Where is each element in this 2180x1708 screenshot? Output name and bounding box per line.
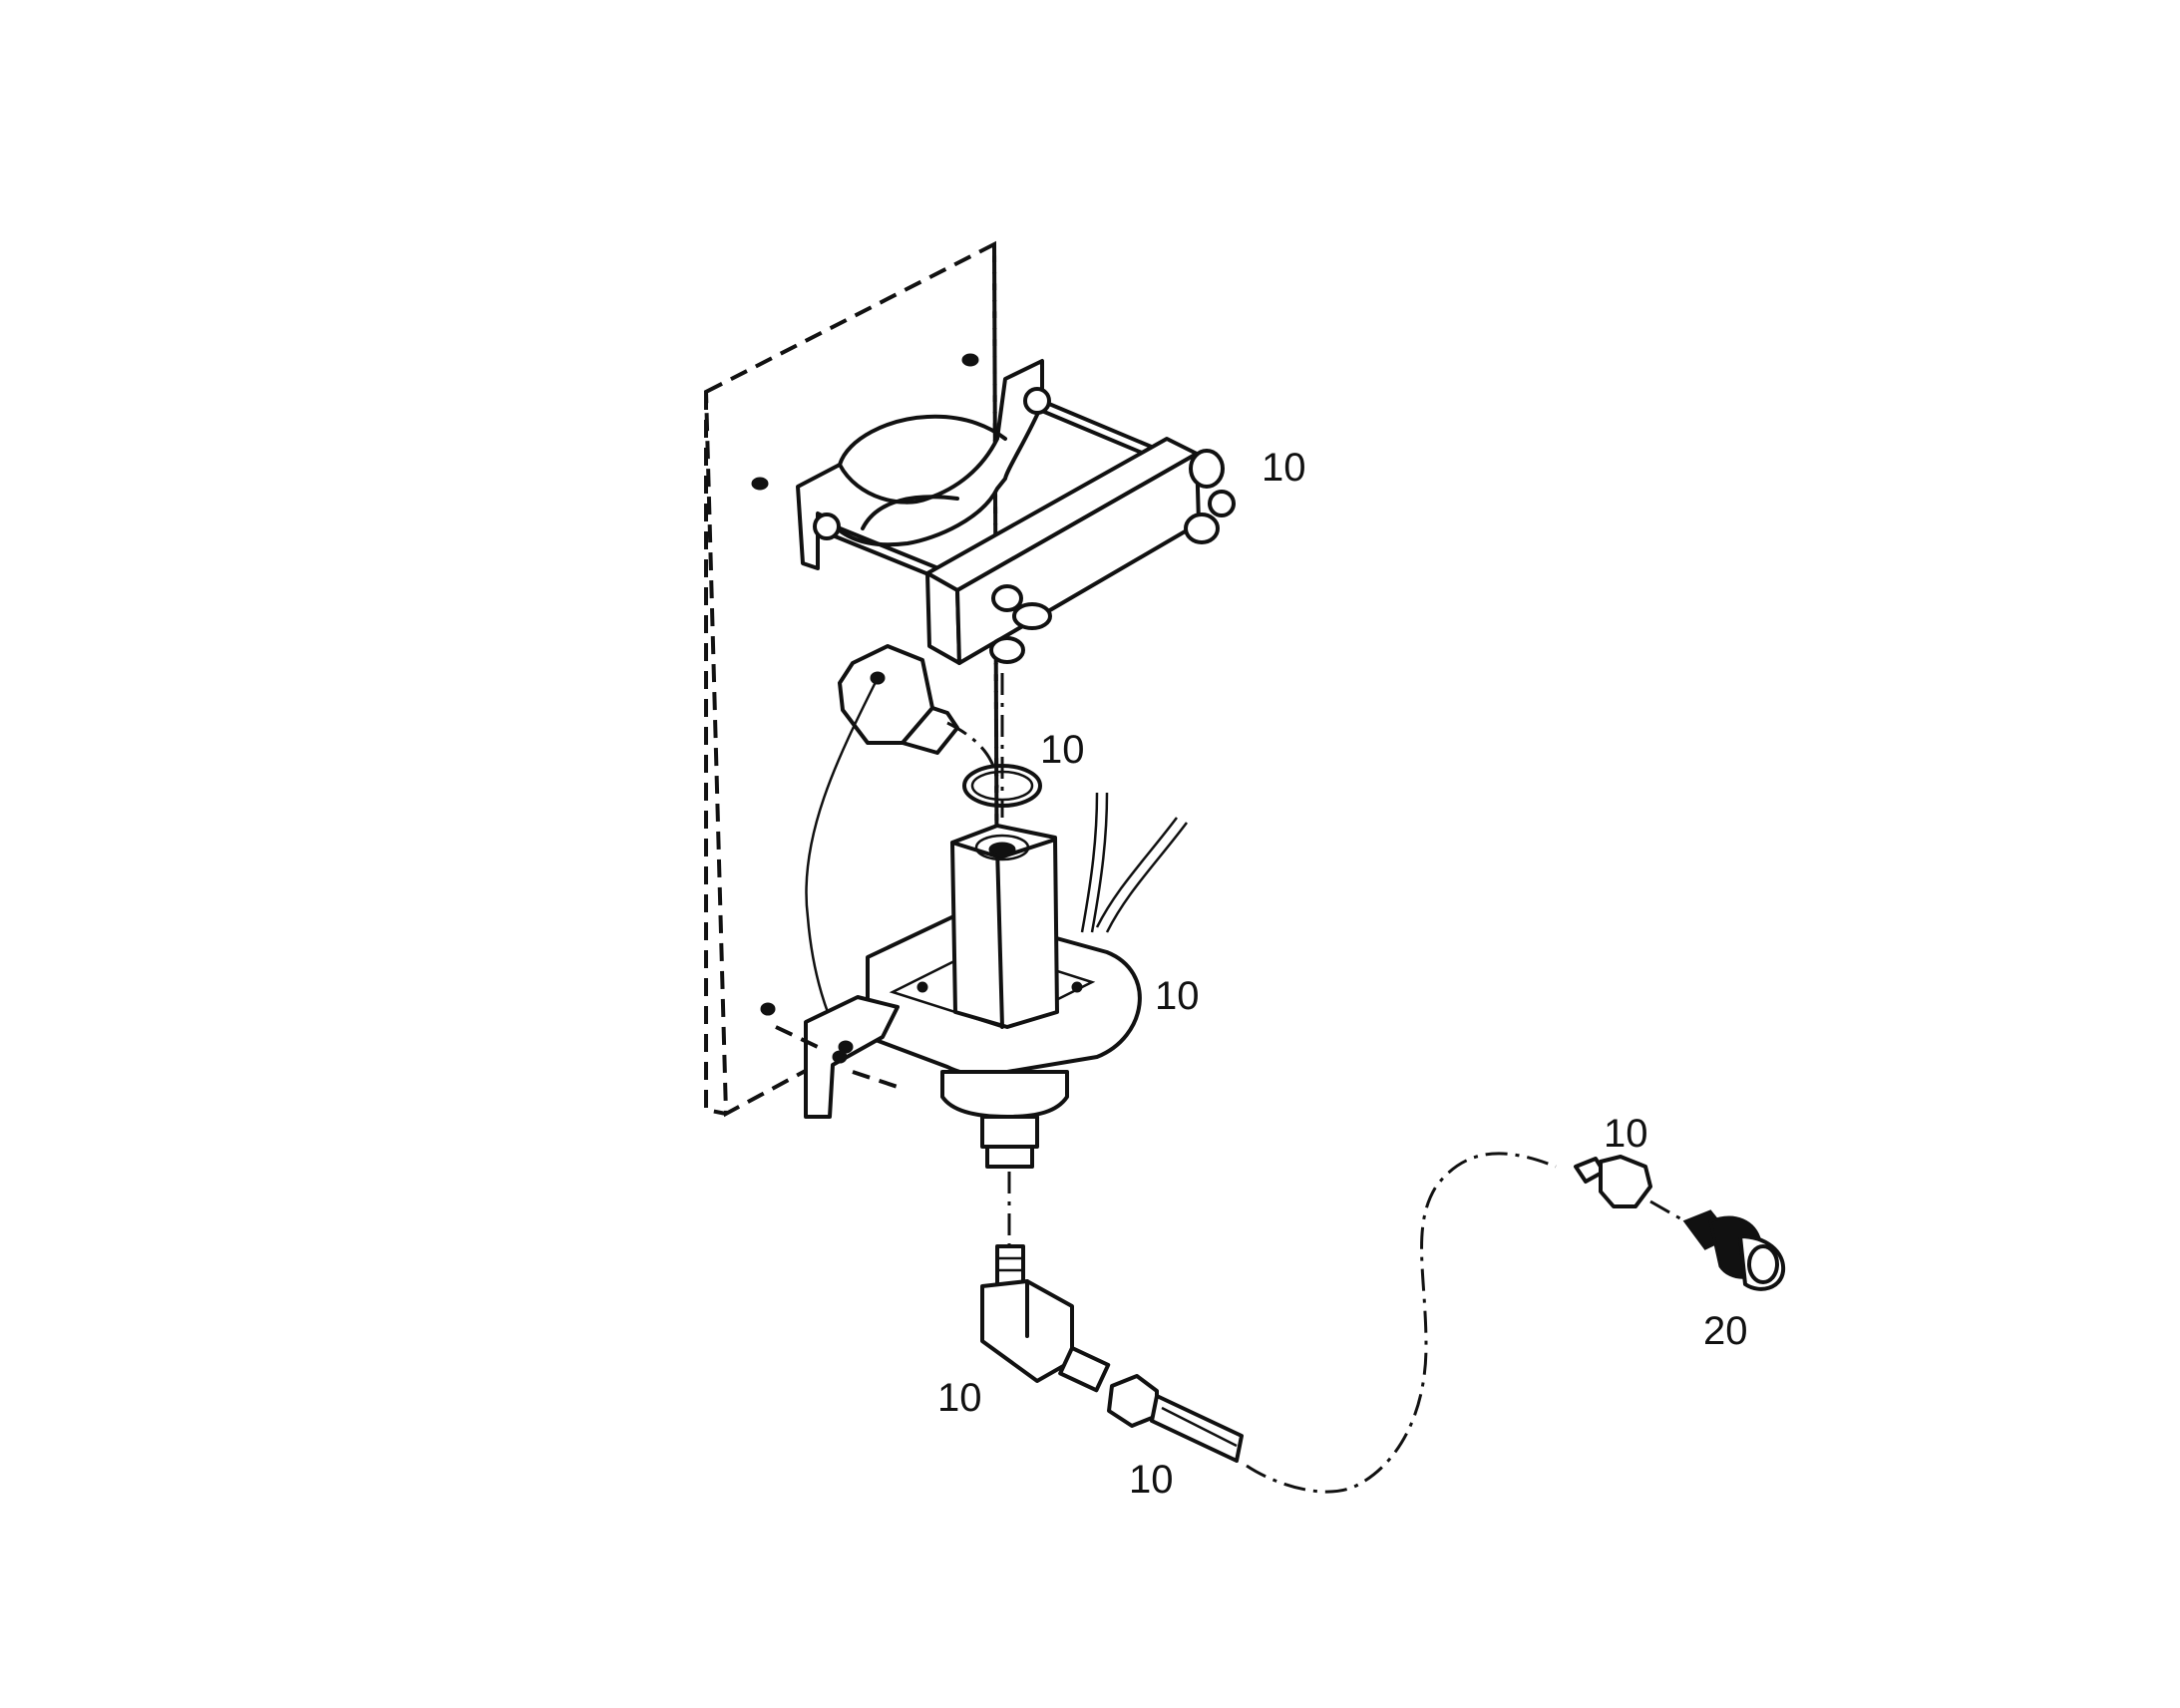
tube-fitting [1107,1374,1244,1463]
nut-centerline [1649,1199,1686,1223]
callout-tube-fitting: 10 [1129,1458,1174,1502]
callout-remote-nut: 10 [1604,1112,1648,1156]
o-ring [962,764,1042,808]
callout-o-ring: 10 [1040,728,1085,772]
callout-elbow-fitting: 10 [937,1376,982,1420]
pipe-clamp-bracket [751,353,1236,665]
remote-nut [1574,1155,1652,1208]
wing-nut [1184,449,1236,544]
callout-upper-clamp: 10 [1262,446,1306,490]
callout-plug-connector: 20 [1703,1309,1748,1353]
capillary-line [1246,1152,1557,1494]
plug-connector [1682,1209,1786,1291]
elbow-fitting [980,1244,1111,1393]
hex-cap [805,644,999,1048]
sensor-body [760,792,1188,1169]
callout-sensor-body: 10 [1155,974,1200,1018]
wing-nut [989,584,1052,664]
